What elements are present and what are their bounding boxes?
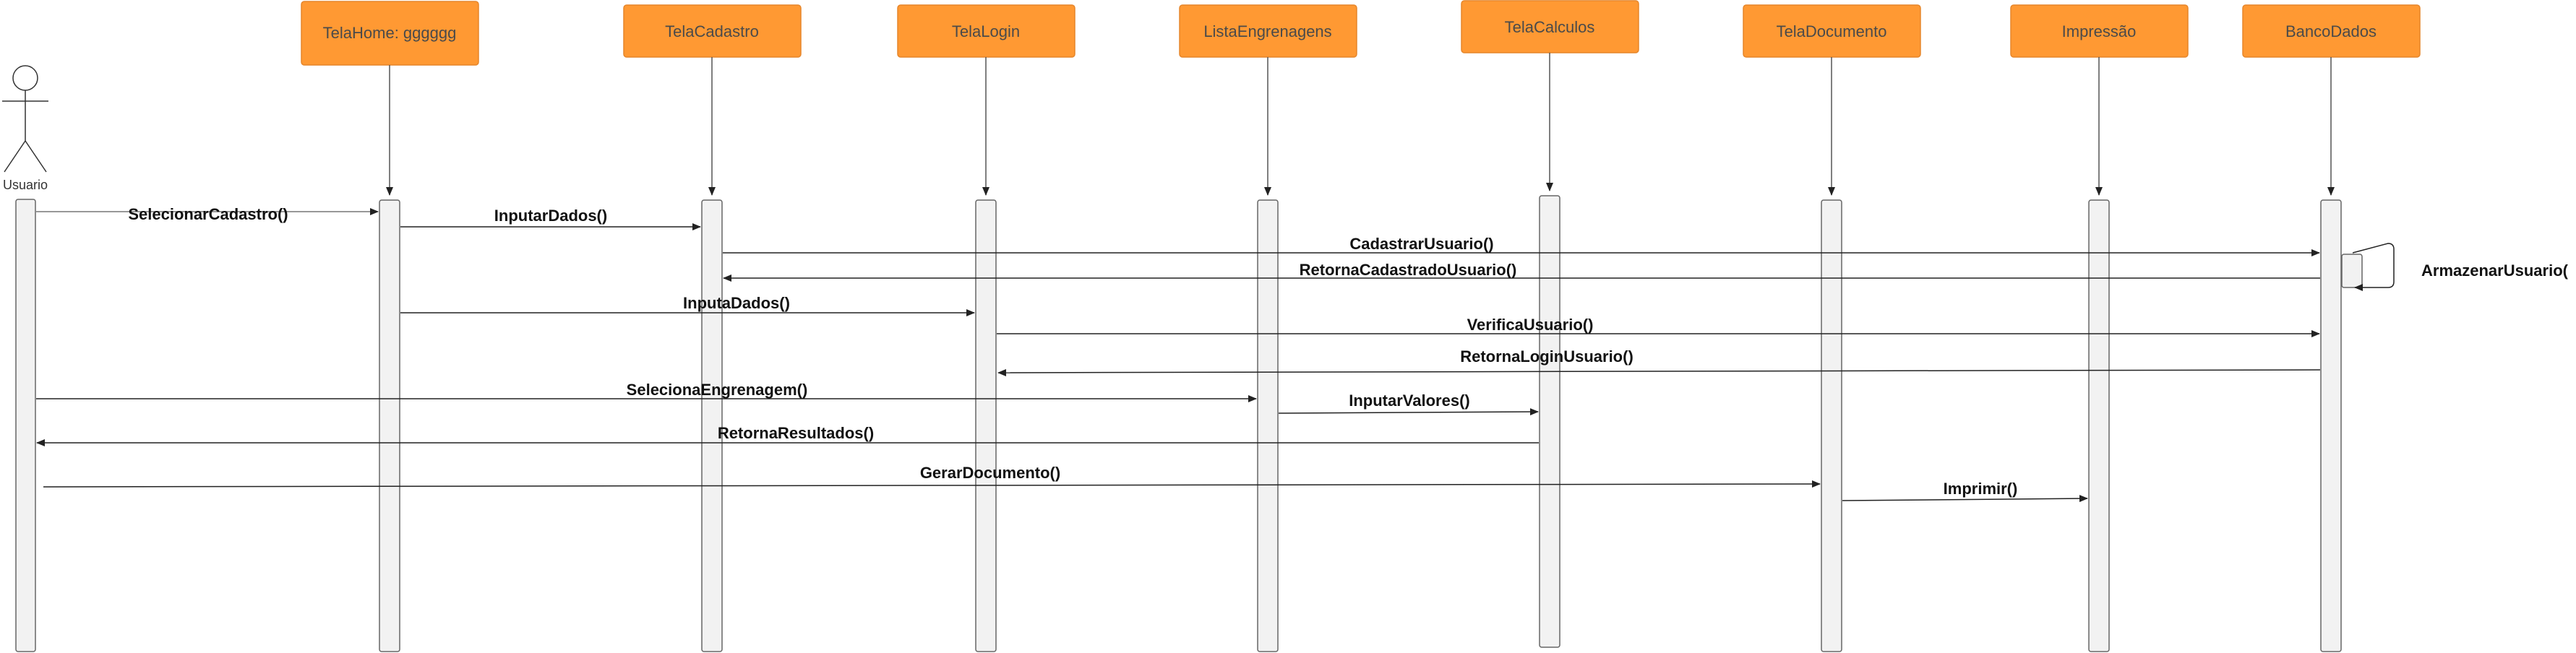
message-arrow xyxy=(2352,243,2395,291)
message-label: SelecionarCadastro() xyxy=(128,205,288,223)
participant-label: TelaHome: gggggg xyxy=(323,24,457,42)
participant-documento[interactable]: TelaDocumento xyxy=(1743,4,1921,58)
message-label: ArmazenarUsuario( xyxy=(2421,261,2569,280)
message-label: CadastrarUsuario() xyxy=(1349,235,1493,253)
participant-banco[interactable]: BancoDados xyxy=(2242,4,2421,58)
activation-banco-self xyxy=(2341,254,2363,288)
message-label: InputarDados() xyxy=(494,207,607,225)
message-arrow xyxy=(43,480,1821,488)
message-retorna-cadastrado-usuario: RetornaCadastradoUsuario() xyxy=(723,261,2320,282)
message-inputa-dados: InputaDados() xyxy=(400,294,975,316)
message-label: Imprimir() xyxy=(1944,480,2018,498)
message-cadastrar-usuario: CadastrarUsuario() xyxy=(723,235,2320,256)
message-label: VerificaUsuario() xyxy=(1467,316,1594,334)
message-gerar-documento: GerarDocumento() xyxy=(43,464,1821,488)
activation-banco xyxy=(2320,199,2342,652)
message-arrow xyxy=(997,368,2321,376)
participant-label: TelaLogin xyxy=(952,22,1020,40)
activation-impressao xyxy=(2088,199,2110,652)
activation-calculos xyxy=(1539,195,1560,648)
message-retorna-resultados: RetornaResultados() xyxy=(36,424,1539,446)
participant-impressao[interactable]: Impressão xyxy=(2010,4,2189,58)
message-arrow xyxy=(1278,408,1539,416)
participant-label: Impressão xyxy=(2062,22,2137,40)
message-arrow xyxy=(1842,495,2088,503)
message-label: RetornaCadastradoUsuario() xyxy=(1300,261,1517,279)
participant-lista[interactable]: ListaEngrenagens xyxy=(1179,4,1357,58)
actor-left-leg xyxy=(4,140,26,173)
message-retorna-login-usuario: RetornaLoginUsuario() xyxy=(997,347,2321,376)
actor-usuario: Usuario xyxy=(2,65,48,192)
actor-right-leg xyxy=(25,140,47,173)
message-selecionar-cadastro: SelecionarCadastro() xyxy=(36,205,379,223)
message-inputar-dados: InputarDados() xyxy=(400,207,701,230)
participant-label: TelaDocumento xyxy=(1777,22,1887,40)
activation-actor xyxy=(15,199,36,652)
activation-documento xyxy=(1821,199,1842,652)
activation-lista xyxy=(1257,199,1279,652)
message-inputar-valores: InputarValores() xyxy=(1278,392,1539,416)
message-label: RetornaLoginUsuario() xyxy=(1460,347,1633,366)
participant-label: TelaCadastro xyxy=(665,22,759,40)
message-label: InputarValores() xyxy=(1349,392,1469,410)
participant-calculos[interactable]: TelaCalculos xyxy=(1461,0,1639,53)
participant-home[interactable]: TelaHome: gggggg xyxy=(301,1,479,66)
message-label: SelecionaEngrenagem() xyxy=(627,381,808,399)
activation-home xyxy=(379,199,400,652)
participant-cadastro[interactable]: TelaCadastro xyxy=(623,4,802,58)
actor-label: Usuario xyxy=(3,178,48,192)
actor-head xyxy=(12,65,38,91)
message-seleciona-engrenagem: SelecionaEngrenagem() xyxy=(36,381,1257,402)
participant-login[interactable]: TelaLogin xyxy=(897,4,1076,58)
activation-login xyxy=(975,199,997,652)
participant-label: TelaCalculos xyxy=(1505,18,1595,36)
message-label: RetornaResultados() xyxy=(718,424,874,442)
participant-label: ListaEngrenagens xyxy=(1203,22,1331,40)
message-imprimir: Imprimir() xyxy=(1842,480,2088,503)
message-verifica-usuario: VerificaUsuario() xyxy=(997,316,2320,337)
message-label: InputaDados() xyxy=(683,294,790,312)
message-armazenar-usuario: ArmazenarUsuario( xyxy=(2352,243,2569,291)
message-label: GerarDocumento() xyxy=(920,464,1060,482)
participant-label: BancoDados xyxy=(2285,22,2377,40)
